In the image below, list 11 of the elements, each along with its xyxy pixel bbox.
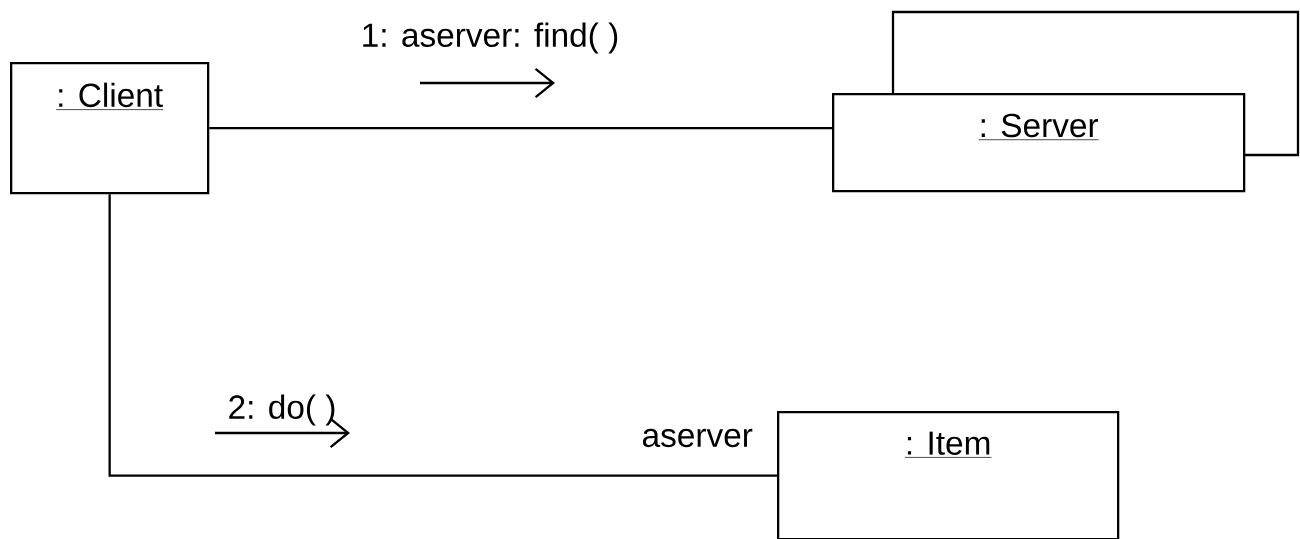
object-name: : Client (55, 82, 164, 110)
object-name: : Item (904, 431, 992, 458)
association-line (209, 127, 832, 130)
object-box (832, 10, 1300, 193)
object-name: : Server (978, 113, 1099, 141)
object-box (777, 411, 1120, 539)
association-line (108, 194, 777, 477)
message-label: 2: do( ) (229, 394, 335, 426)
message-label: 1: aserver: find( ) (363, 22, 618, 54)
role-name: aserver (642, 428, 753, 448)
object-box (10, 62, 210, 195)
